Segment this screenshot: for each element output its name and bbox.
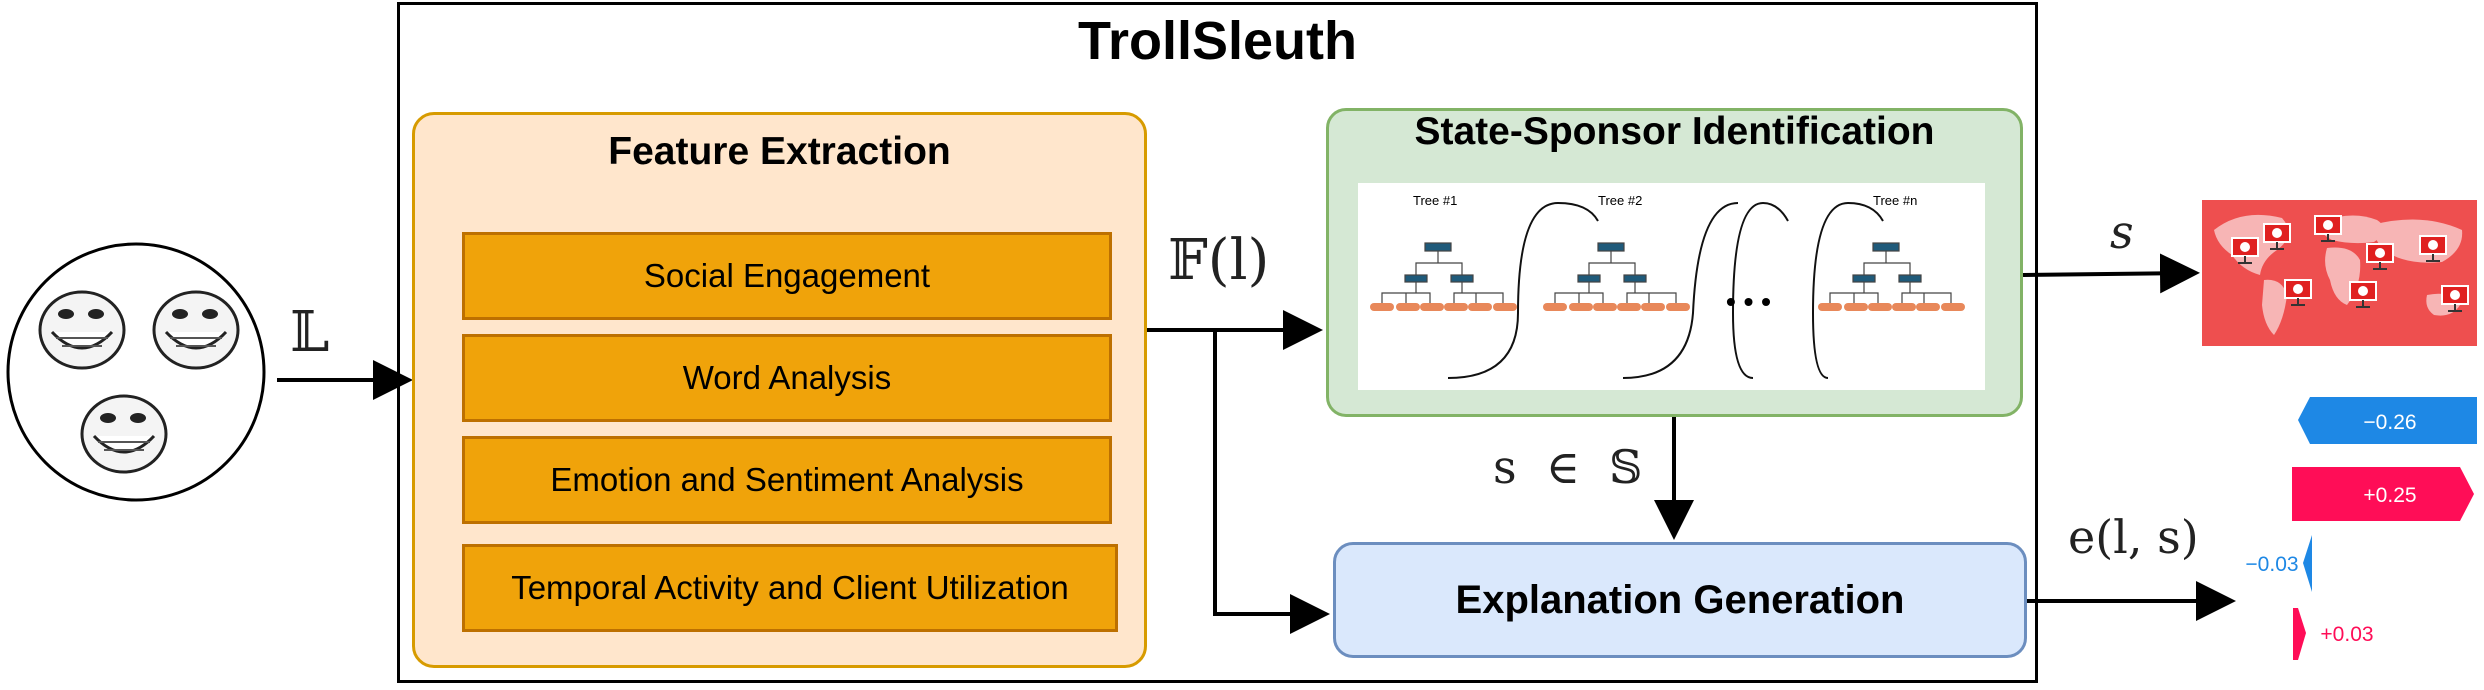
features-label: 𝔽(l) — [1168, 228, 1270, 293]
arrow-features-to-explanation — [1213, 330, 1330, 634]
shap-value-label: +0.25 — [2363, 484, 2416, 507]
tree-connector — [1447, 201, 1884, 379]
decision-tree-icon — [1818, 242, 1965, 311]
shap-bar-negative: −0.03 — [2245, 535, 2312, 592]
shap-bar-positive: +0.03 — [2293, 608, 2374, 660]
tree-label: Tree #n — [1873, 193, 1917, 208]
random-forest-illustration: Tree #1 Tree #2 Tree #n • • • — [1358, 183, 1985, 390]
state-sponsor-title: State-Sponsor Identification — [1414, 110, 1935, 153]
ellipsis: • • • — [1726, 286, 1771, 317]
alert-monitor-icon — [2231, 237, 2259, 264]
alert-monitor-icon — [2349, 281, 2377, 308]
troll-face-icon — [38, 290, 126, 370]
troll-accounts-circle — [6, 242, 266, 502]
shap-value-label: +0.03 — [2320, 623, 2373, 646]
decision-tree-icon — [1370, 242, 1517, 311]
feature-emotion-sentiment: Emotion and Sentiment Analysis — [462, 436, 1112, 524]
input-set-label: 𝕃 — [290, 300, 330, 365]
alert-monitor-icon — [2314, 215, 2342, 242]
explanation-label: e(l, s) — [2068, 510, 2199, 564]
shap-bar-positive: +0.25 — [2292, 467, 2474, 521]
decision-tree-icon — [1543, 242, 1690, 311]
shap-explanation-bars: −0.26 +0.25 −0.03 +0.03 — [2245, 397, 2477, 660]
alert-monitor-icon — [2441, 285, 2469, 312]
arrow-ssi-to-map — [2022, 253, 2200, 294]
shap-value-label: −0.26 — [2363, 411, 2416, 434]
sponsor-set-label: s ∈ 𝕊 — [1493, 440, 1643, 494]
troll-face-icon — [80, 394, 168, 474]
troll-face-icon — [152, 290, 240, 370]
alert-monitor-icon — [2419, 235, 2447, 262]
explanation-generation-panel: Explanation Generation — [1333, 542, 2027, 658]
feature-social-engagement: Social Engagement — [462, 232, 1112, 320]
tree-label: Tree #1 — [1413, 193, 1457, 208]
shap-bar-negative: −0.26 — [2298, 397, 2477, 444]
feature-extraction-title: Feature Extraction — [608, 130, 951, 173]
feature-temporal-activity: Temporal Activity and Client Utilization — [462, 544, 1118, 632]
shap-value-label: −0.03 — [2245, 553, 2298, 576]
alert-monitor-icon — [2284, 279, 2312, 306]
alert-monitor-icon — [2263, 223, 2291, 250]
alert-monitor-icon — [2366, 243, 2394, 270]
feature-word-analysis: Word Analysis — [462, 334, 1112, 422]
world-map-icon — [2202, 200, 2477, 346]
tree-label: Tree #2 — [1598, 193, 1642, 208]
sponsor-label: s — [2110, 205, 2134, 259]
trollsleuth-frame — [397, 2, 2038, 683]
diagram-title: TrollSleuth — [1077, 11, 1358, 71]
